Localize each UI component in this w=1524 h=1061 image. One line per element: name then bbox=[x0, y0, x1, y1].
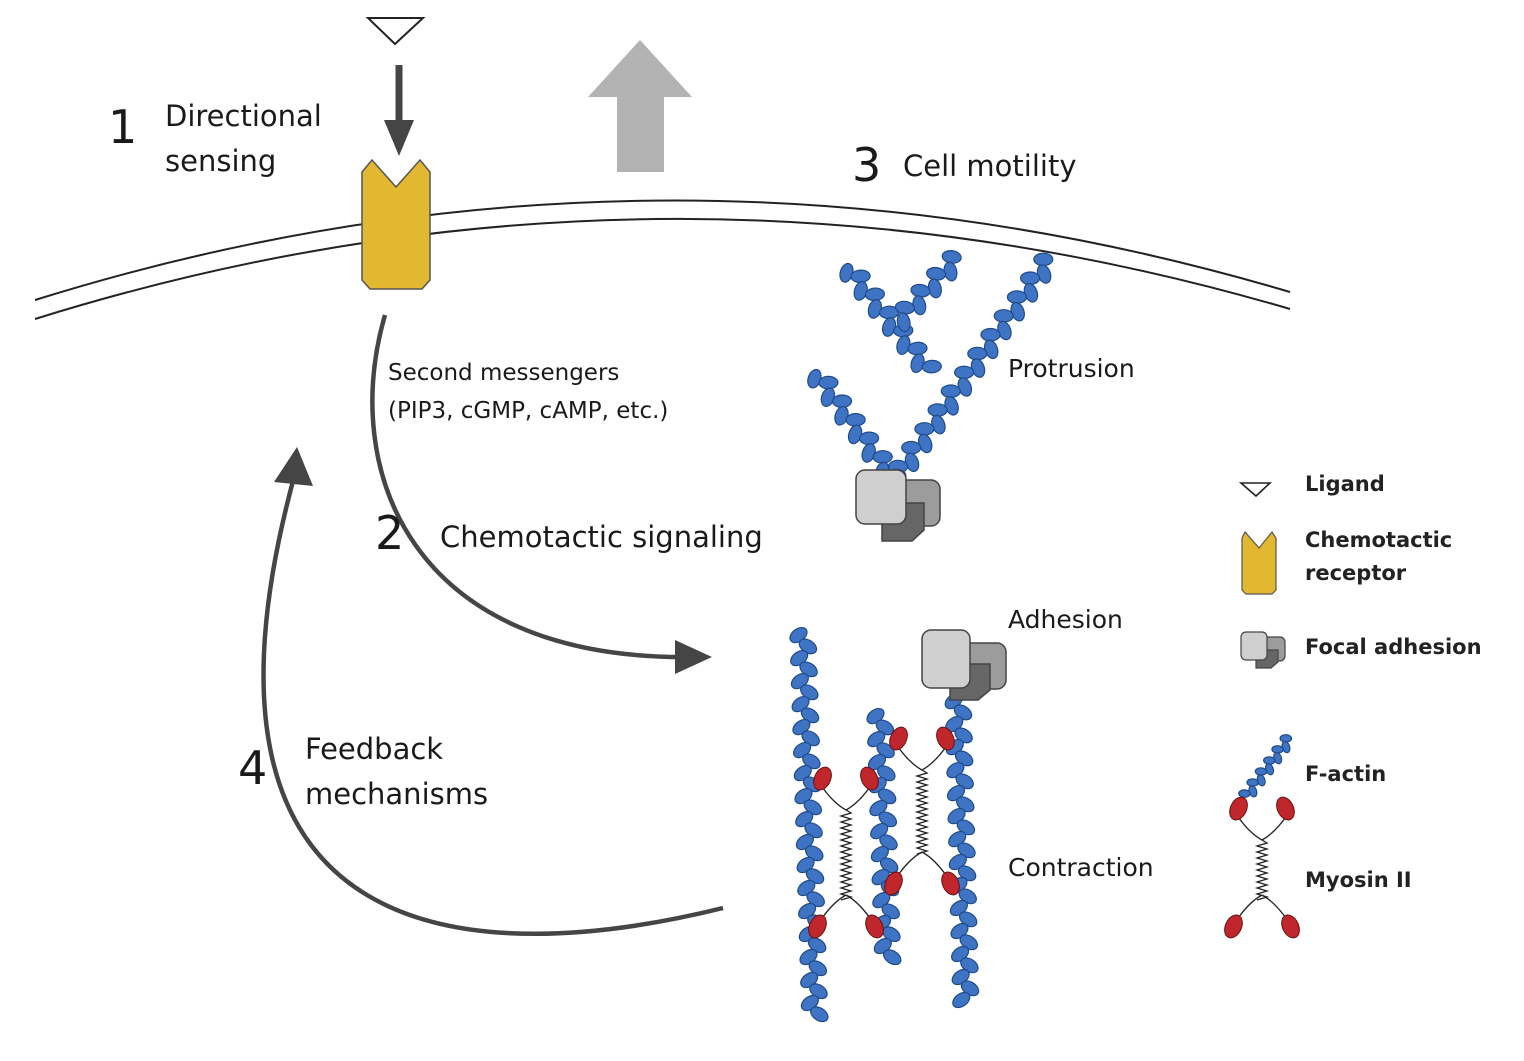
legend-factin-filament bbox=[1238, 734, 1293, 798]
contraction-filament-2 bbox=[866, 707, 902, 966]
step-1-label-line1: Directional bbox=[165, 99, 322, 133]
step-4-number: 4 bbox=[238, 741, 268, 795]
ligand-binding-arrow-head bbox=[384, 120, 414, 156]
chemotactic-signaling-arrow-head bbox=[675, 640, 712, 674]
feedback-arrow-head bbox=[274, 447, 313, 486]
legend-myosin-motor bbox=[1224, 796, 1300, 939]
chemotactic-receptor-icon bbox=[361, 158, 431, 290]
feedback-arrow bbox=[261, 469, 724, 936]
cell-membrane-outer bbox=[34, 199, 1291, 301]
step-4-label-line2: mechanisms bbox=[305, 777, 489, 811]
motility-direction-arrow bbox=[588, 40, 692, 172]
legend-receptor-label-line2: receptor bbox=[1305, 561, 1407, 585]
step-3-label: Cell motility bbox=[903, 149, 1077, 183]
step-1-label-line2: sensing bbox=[165, 144, 277, 178]
protrusion-filament-branch-top bbox=[894, 250, 962, 333]
protrusion-filament-branch-left bbox=[839, 262, 942, 374]
legend-ligand-label: Ligand bbox=[1305, 472, 1385, 496]
legend-factin-icon bbox=[1238, 734, 1293, 798]
myosin-motor-right bbox=[884, 726, 960, 896]
step-3-number: 3 bbox=[852, 138, 882, 192]
adhesion-label: Adhesion bbox=[1008, 605, 1123, 634]
legend-focal-adhesion-icon bbox=[1240, 631, 1286, 669]
contraction-label: Contraction bbox=[1008, 853, 1154, 882]
legend-factin-label: F-actin bbox=[1305, 762, 1387, 786]
legend-receptor-icon bbox=[1241, 530, 1277, 595]
legend-myosin-label: Myosin II bbox=[1305, 868, 1412, 892]
chemotactic-signaling-arrow bbox=[370, 314, 691, 660]
cell-membrane-inner bbox=[34, 218, 1291, 320]
second-messengers-line2: (PIP3, cGMP, cAMP, etc.) bbox=[388, 398, 669, 424]
step-2-number: 2 bbox=[375, 506, 405, 560]
legend-myosin-icon bbox=[1224, 796, 1300, 939]
ligand-icon bbox=[365, 17, 426, 46]
step-4-label-line1: Feedback bbox=[305, 732, 444, 766]
protrusion-filament-branch-lower bbox=[807, 368, 907, 500]
contraction-filament-1 bbox=[789, 626, 829, 1023]
protrusion-label: Protrusion bbox=[1008, 354, 1135, 383]
focal-adhesion-protrusion bbox=[855, 469, 941, 542]
second-messengers-line1: Second messengers bbox=[388, 360, 620, 386]
step-2-label: Chemotactic signaling bbox=[440, 520, 763, 554]
legend-focal-adhesion-label: Focal adhesion bbox=[1305, 635, 1482, 659]
focal-adhesion-adhesion bbox=[921, 629, 1007, 701]
myosin-motor-left bbox=[808, 766, 884, 939]
legend-ligand-icon bbox=[1238, 482, 1273, 498]
actin-filaments bbox=[789, 250, 1054, 1023]
myosin-motors bbox=[808, 726, 960, 939]
step-1-number: 1 bbox=[108, 100, 138, 154]
legend-receptor-label-line1: Chemotactic bbox=[1305, 528, 1453, 552]
